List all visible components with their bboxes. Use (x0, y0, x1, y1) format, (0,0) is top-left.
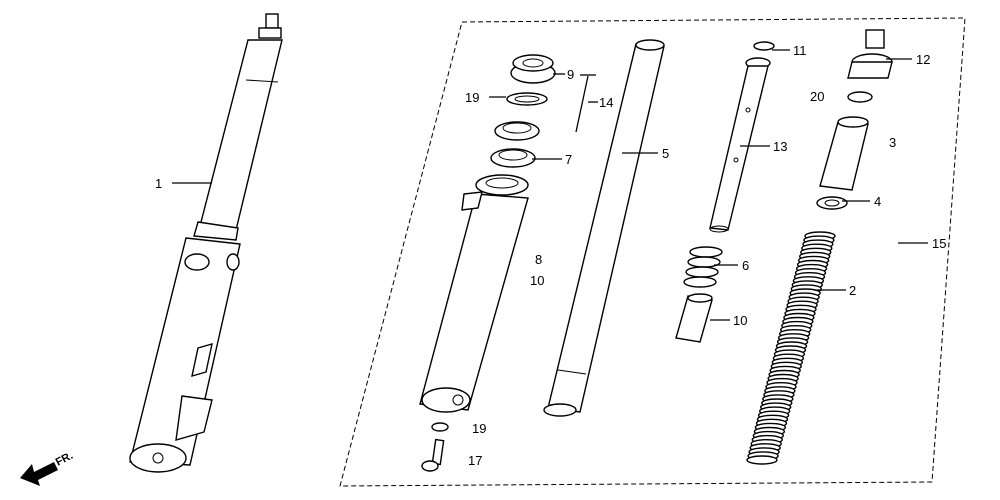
oil-seal-stack (490, 54, 556, 168)
fork-assembly-part (129, 13, 283, 473)
spring-collar-part (675, 293, 713, 343)
callout-17: 17 (468, 453, 482, 468)
callout-8: 8 (535, 252, 542, 267)
callout-19-bottom: 19 (472, 421, 486, 436)
fork-spacer-part (816, 116, 869, 210)
fork-spring-part (746, 231, 836, 465)
callout-10-slider: 10 (530, 273, 544, 288)
socket-bolt-part (421, 422, 449, 472)
inner-tube-part (543, 39, 665, 417)
callout-7: 7 (565, 152, 572, 167)
callout-6: 6 (742, 258, 749, 273)
exploded-view-frame (339, 17, 966, 487)
callout-5: 5 (662, 146, 669, 161)
callout-labels: 1 2 3 4 5 6 7 8 9 10 10 11 12 13 14 15 1… (155, 43, 946, 468)
leader-lines (172, 49, 928, 321)
damper-rod-part (709, 41, 775, 233)
rebound-spring-part (683, 246, 723, 288)
callout-13: 13 (773, 139, 787, 154)
callout-10-collar: 10 (733, 313, 747, 328)
front-direction-arrow-icon: FR. (20, 450, 75, 486)
outer-slider-part (419, 174, 529, 413)
callout-15: 15 (932, 236, 946, 251)
callout-20: 20 (810, 89, 824, 104)
callout-11: 11 (793, 43, 807, 58)
spring-coil (746, 455, 778, 465)
fork-bolt-part (847, 29, 893, 103)
callout-12: 12 (916, 52, 930, 67)
callout-1: 1 (155, 176, 162, 191)
callout-4: 4 (874, 194, 881, 209)
callout-3: 3 (889, 135, 896, 150)
callout-2: 2 (849, 283, 856, 298)
callout-9: 9 (567, 67, 574, 82)
direction-label: FR. (54, 450, 75, 469)
callout-14: 14 (599, 95, 613, 110)
callout-19-top: 19 (465, 90, 479, 105)
